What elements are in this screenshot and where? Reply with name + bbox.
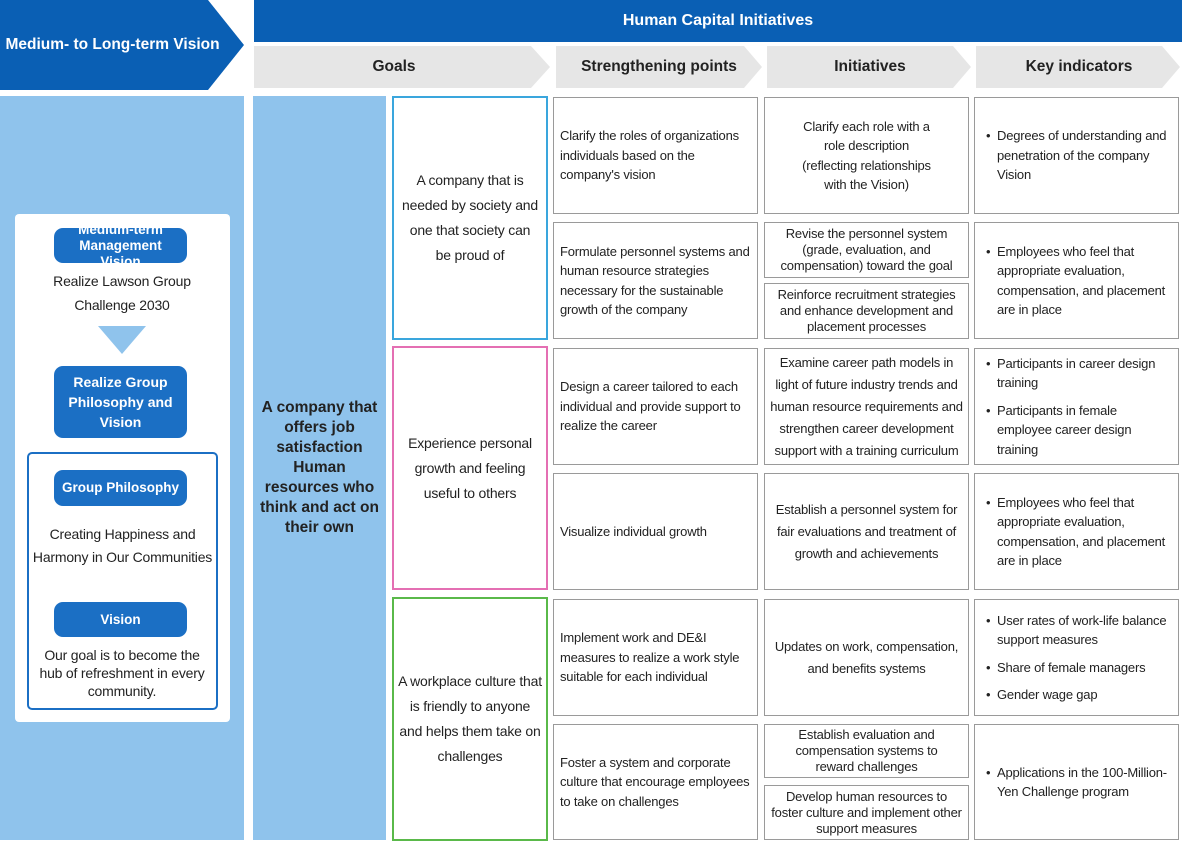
indicator-2: Employees who feel that appropriate eval…	[974, 222, 1179, 339]
goal-growth: Experience personal growth and feeling u…	[392, 346, 548, 590]
initiative-work-systems: Updates on work, compensation, and benef…	[764, 599, 969, 716]
vision-pill: Vision	[54, 602, 187, 637]
initiative-reward-challenges: Establish evaluation and compensation sy…	[764, 724, 969, 778]
strengthening-point-2: Formulate personnel systems and human re…	[553, 222, 758, 339]
goal-workplace: A workplace culture that is friendly to …	[392, 597, 548, 841]
mid-term-vision-text: Realize Lawson Group Challenge 2030	[53, 273, 191, 313]
indicator-item: Gender wage gap	[986, 685, 1172, 705]
main-goal: A company that offers job satisfaction H…	[253, 96, 386, 840]
column-header-indicators: Key indicators	[1025, 58, 1133, 75]
column-header-arrows	[254, 46, 1180, 88]
group-philosophy-text: Creating Happiness and Harmony in Our Co…	[32, 526, 213, 565]
indicator-item: Employees who feel that appropriate eval…	[986, 242, 1172, 320]
indicator-5: User rates of work-life balance support …	[974, 599, 1179, 716]
indicator-item: User rates of work-life balance support …	[986, 611, 1172, 650]
initiative-recruitment: Reinforce recruitment strategies and enh…	[764, 283, 969, 339]
indicator-item: Participants in female employee career d…	[986, 401, 1172, 460]
strengthening-header-arrow	[556, 46, 762, 88]
indicator-6: Applications in the 100-Million-Yen Chal…	[974, 724, 1179, 840]
column-header-initiatives: Initiatives	[834, 58, 906, 75]
initiatives-column-header-arrow	[767, 46, 971, 88]
group-philosophy-pill: Group Philosophy	[54, 470, 187, 506]
indicator-item: Employees who feel that appropriate eval…	[986, 493, 1172, 571]
philosophy-box	[27, 452, 218, 710]
vision-panel-card	[15, 214, 230, 722]
column-header-strengthening: Strengthening points	[581, 58, 737, 75]
vision-text: Our goal is to become the hub of refresh…	[39, 647, 205, 699]
strengthening-point-6: Foster a system and corporate culture th…	[553, 724, 758, 840]
strengthening-point-4: Visualize individual growth	[553, 473, 758, 590]
indicator-item: Share of female managers	[986, 658, 1172, 678]
down-arrow-icon	[98, 326, 146, 354]
indicators-header-arrow	[976, 46, 1180, 88]
strengthening-point-1: Clarify the roles of organizations indiv…	[553, 97, 758, 214]
indicator-1: Degrees of understanding and penetration…	[974, 97, 1179, 214]
indicator-item: Degrees of understanding and penetration…	[986, 126, 1172, 185]
initiative-personnel-system: Revise the personnel system (grade, eval…	[764, 222, 969, 278]
column-header-goals: Goals	[372, 58, 416, 75]
initiative-fair-evaluation: Establish a personnel system for fair ev…	[764, 473, 969, 590]
initiatives-header: Human Capital Initiatives	[254, 0, 1182, 42]
indicator-item: Applications in the 100-Million-Yen Chal…	[986, 763, 1172, 802]
goals-header-arrow	[254, 46, 550, 88]
strengthening-point-3: Design a career tailored to each individ…	[553, 348, 758, 465]
indicator-4: Employees who feel that appropriate eval…	[974, 473, 1179, 590]
realize-philosophy-pill: Realize Group Philosophy and Vision	[54, 366, 187, 438]
initiative-career-path: Examine career path models in light of f…	[764, 348, 969, 465]
initiative-role-description: Clarify each role with a role descriptio…	[764, 97, 969, 214]
indicator-item: Participants in career design training	[986, 354, 1172, 393]
initiative-develop-culture: Develop human resources to foster cultur…	[764, 785, 969, 840]
indicator-3: Participants in career design training P…	[974, 348, 1179, 465]
vision-header-arrow	[0, 0, 244, 90]
goal-society: A company that is needed by society and …	[392, 96, 548, 340]
mid-term-vision-pill: Medium-term Management Vision	[54, 222, 187, 269]
strengthening-point-5: Implement work and DE&I measures to real…	[553, 599, 758, 716]
vision-header-label: Medium- to Long-term Vision	[5, 36, 220, 53]
